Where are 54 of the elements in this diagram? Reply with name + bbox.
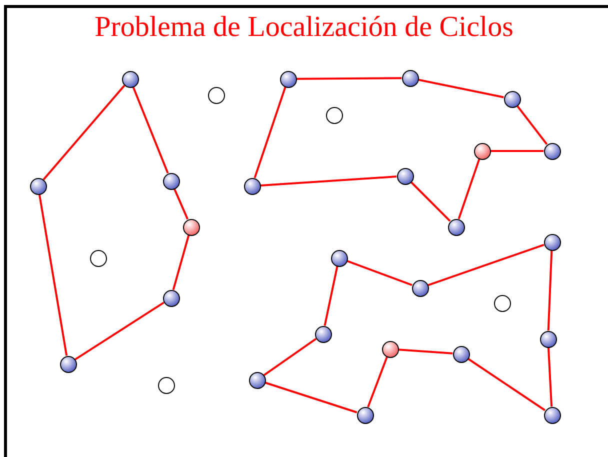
customer-sphere	[60, 356, 76, 372]
route-line	[38, 194, 68, 356]
route-line	[458, 158, 480, 220]
route-line	[367, 356, 388, 408]
customer-sphere	[544, 234, 560, 250]
empty-circle	[90, 250, 106, 266]
route-line	[398, 348, 453, 354]
customer-sphere	[162, 172, 180, 190]
customer-sphere	[248, 372, 266, 388]
customer-sphere	[504, 90, 520, 108]
customer-sphere	[244, 178, 260, 194]
customer-sphere	[122, 70, 138, 88]
route-line	[418, 78, 504, 98]
empty-circle	[494, 294, 510, 312]
title: Problema de Localización de Ciclos	[94, 10, 514, 45]
route-line	[296, 77, 402, 80]
route-line	[172, 234, 190, 290]
customer-sphere	[330, 250, 348, 266]
customer-sphere	[452, 346, 470, 362]
route-line	[468, 358, 546, 412]
customer-sphere	[162, 290, 180, 306]
empty-circle	[158, 376, 174, 394]
customer-sphere	[448, 218, 464, 236]
route-line	[263, 338, 317, 376]
route-line	[260, 176, 397, 186]
customer-sphere	[280, 70, 296, 88]
route-line	[132, 86, 169, 174]
customer-sphere	[402, 70, 418, 86]
empty-circle	[326, 106, 342, 124]
route-line	[410, 181, 451, 222]
route-line	[428, 244, 544, 286]
route-line	[547, 250, 553, 331]
customer-sphere	[30, 178, 46, 194]
route-line	[516, 105, 548, 145]
route-line	[490, 150, 544, 152]
depot-sphere	[474, 142, 490, 160]
customer-sphere	[544, 406, 560, 424]
customer-sphere	[412, 280, 428, 296]
depot-sphere	[182, 218, 200, 236]
route-line	[254, 86, 286, 178]
depot-sphere	[382, 340, 398, 358]
customer-sphere	[356, 406, 374, 424]
route-line	[74, 302, 164, 360]
route-line	[547, 347, 553, 407]
customer-sphere	[540, 330, 556, 348]
customer-sphere	[314, 326, 332, 342]
route-line	[42, 84, 126, 180]
route-line	[264, 382, 358, 414]
customer-sphere	[544, 142, 560, 160]
route-line	[346, 260, 412, 286]
empty-circle	[208, 86, 224, 104]
route-line	[173, 188, 189, 220]
customer-sphere	[396, 168, 414, 184]
route-line	[324, 266, 338, 326]
